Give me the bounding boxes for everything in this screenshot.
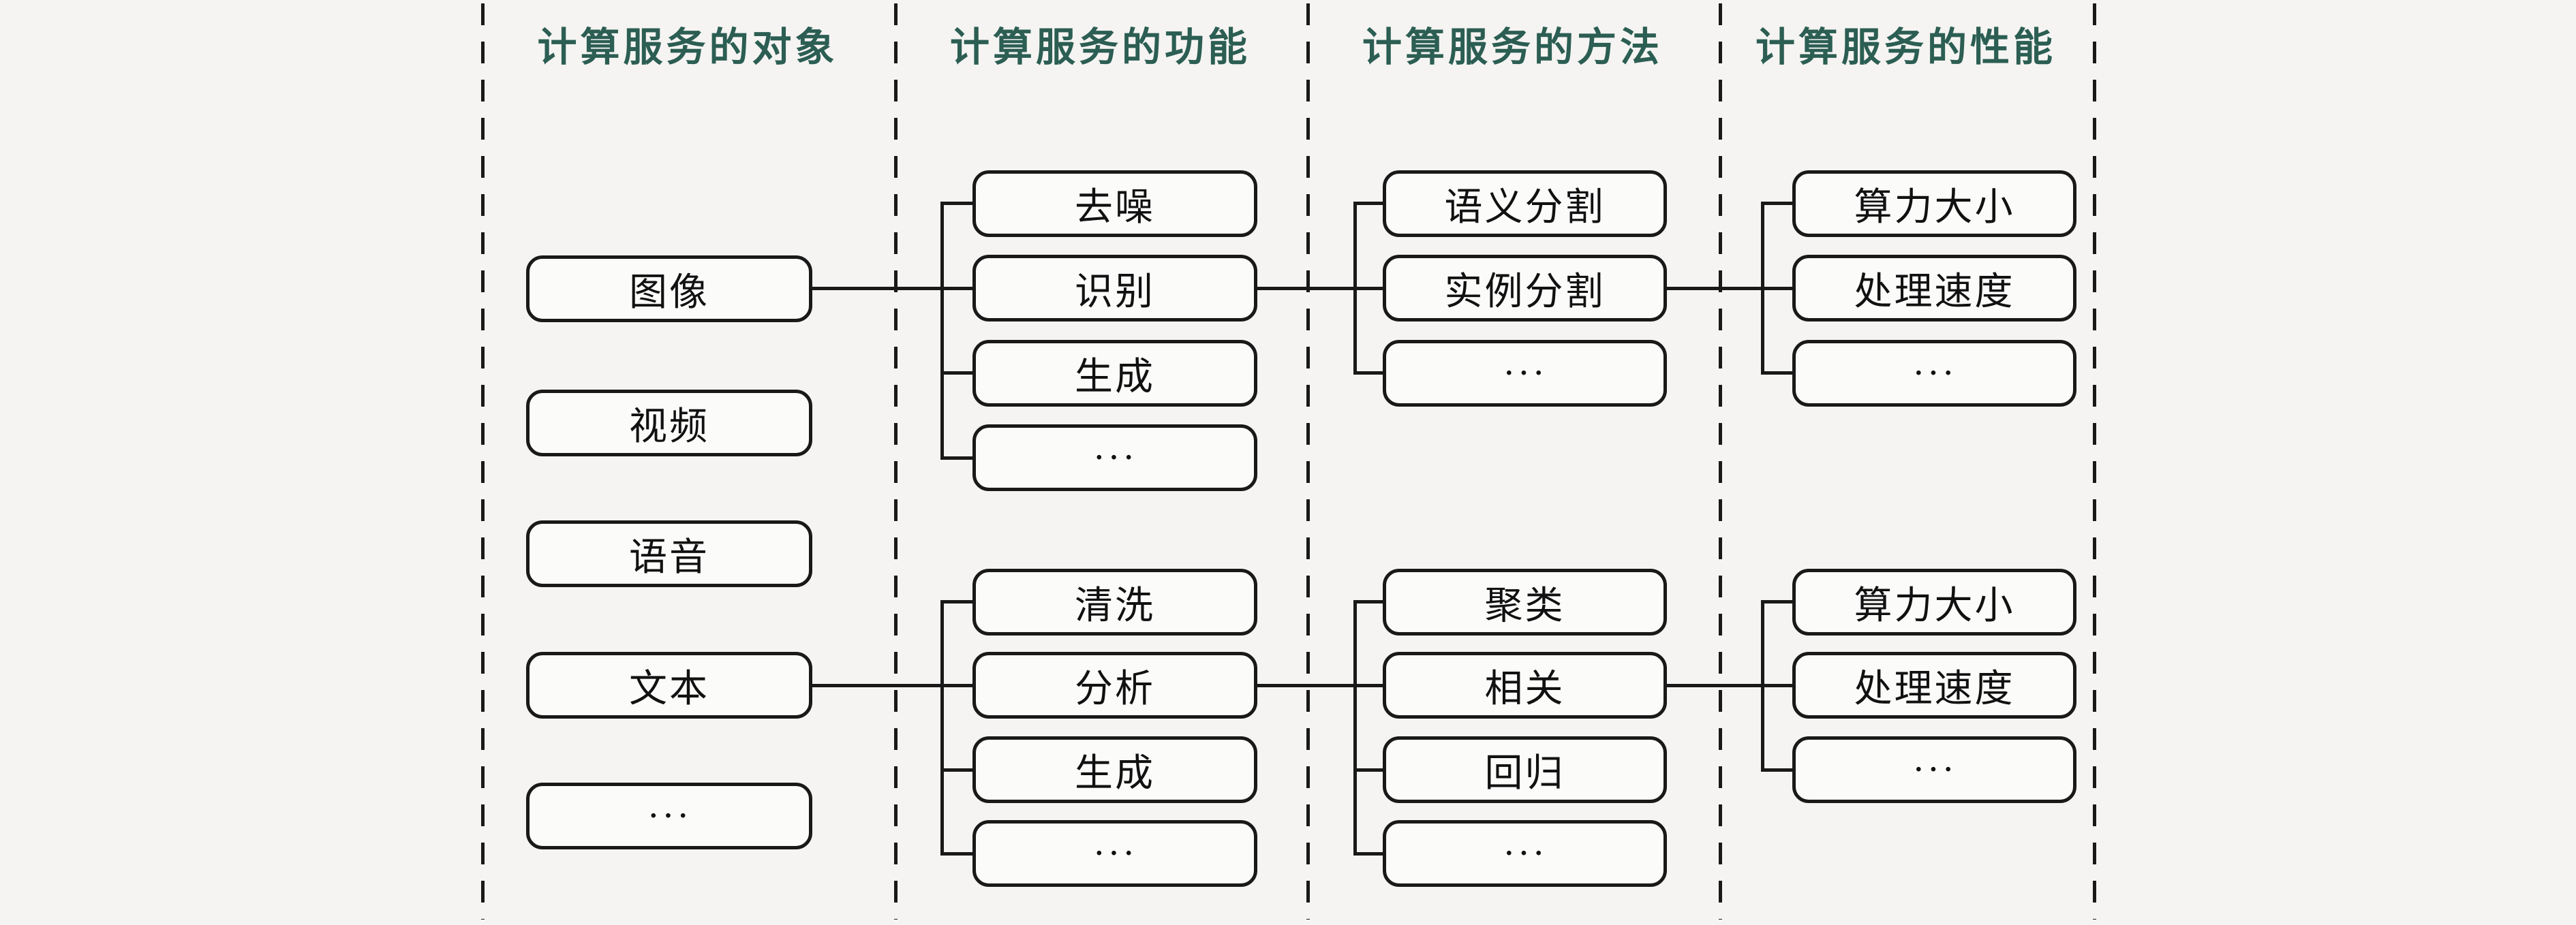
node-functions-bottom-ellipsis: ···: [972, 820, 1257, 887]
node-performance-top-ellipsis: ···: [1792, 340, 2076, 407]
node-clustering: 聚类: [1383, 569, 1667, 636]
stub-clustering: [1353, 600, 1386, 603]
connector-instanceseg-to-performance: [1666, 287, 1764, 290]
stub-processing-speed-bottom: [1761, 684, 1796, 687]
node-instance-segmentation: 实例分割: [1383, 255, 1667, 322]
node-analysis: 分析: [972, 652, 1257, 719]
bracket-functions-top: [940, 202, 944, 460]
stub-denoise: [940, 202, 976, 205]
node-semantic-segmentation: 语义分割: [1383, 170, 1667, 237]
header-service-performance: 计算服务的性能: [1755, 25, 2056, 69]
node-speech: 语音: [526, 520, 812, 587]
stub-functions-bottom-ellipsis: [940, 852, 976, 856]
node-text: 文本: [526, 652, 812, 719]
connector-correlation-to-performance: [1666, 684, 1764, 687]
node-correlation: 相关: [1383, 652, 1667, 719]
connector-recognition-to-methods: [1256, 287, 1357, 290]
node-recognition: 识别: [972, 255, 1257, 322]
node-methods-top-ellipsis: ···: [1383, 340, 1667, 407]
stub-regression: [1353, 768, 1386, 772]
stub-instance-segmentation: [1353, 287, 1386, 290]
stub-performance-bottom-ellipsis: [1761, 768, 1796, 772]
node-generation-top: 生成: [972, 340, 1257, 407]
bracket-methods-bottom: [1353, 600, 1357, 856]
node-processing-speed-bottom: 处理速度: [1792, 652, 2076, 719]
connector-image-to-functions: [810, 287, 944, 290]
stub-functions-top-ellipsis: [940, 456, 976, 460]
node-generation-bottom: 生成: [972, 736, 1257, 803]
node-compute-power-top: 算力大小: [1792, 170, 2076, 237]
stub-cleaning: [940, 600, 976, 603]
column-separator-3: [1306, 3, 1310, 920]
header-service-methods: 计算服务的方法: [1362, 25, 1663, 69]
stub-recognition: [940, 287, 976, 290]
connector-text-to-functions: [810, 684, 944, 687]
stub-compute-power-bottom: [1761, 600, 1796, 603]
bracket-functions-bottom: [940, 600, 944, 856]
stub-semantic-segmentation: [1353, 202, 1386, 205]
node-image: 图像: [526, 255, 812, 322]
header-service-functions: 计算服务的功能: [949, 25, 1251, 69]
header-service-objects: 计算服务的对象: [537, 25, 838, 69]
node-objects-ellipsis: ···: [526, 783, 812, 849]
node-compute-power-bottom: 算力大小: [1792, 569, 2076, 636]
node-cleaning: 清洗: [972, 569, 1257, 636]
stub-generation-top: [940, 371, 976, 375]
stub-processing-speed-top: [1761, 287, 1796, 290]
node-processing-speed-top: 处理速度: [1792, 255, 2076, 322]
connector-analysis-to-methods: [1256, 684, 1357, 687]
node-functions-top-ellipsis: ···: [972, 424, 1257, 491]
stub-correlation: [1353, 684, 1386, 687]
column-separator-2: [894, 3, 898, 920]
node-denoise: 去噪: [972, 170, 1257, 237]
stub-generation-bottom: [940, 768, 976, 772]
column-separator-4: [1719, 3, 1722, 920]
column-separator-1: [481, 3, 485, 920]
column-separator-5: [2093, 3, 2096, 920]
stub-analysis: [940, 684, 976, 687]
node-regression: 回归: [1383, 736, 1667, 803]
node-performance-bottom-ellipsis: ···: [1792, 736, 2076, 803]
stub-methods-top-ellipsis: [1353, 371, 1386, 375]
node-video: 视频: [526, 390, 812, 456]
node-methods-bottom-ellipsis: ···: [1383, 820, 1667, 887]
stub-methods-bottom-ellipsis: [1353, 852, 1386, 856]
stub-compute-power-top: [1761, 202, 1796, 205]
stub-performance-top-ellipsis: [1761, 371, 1796, 375]
